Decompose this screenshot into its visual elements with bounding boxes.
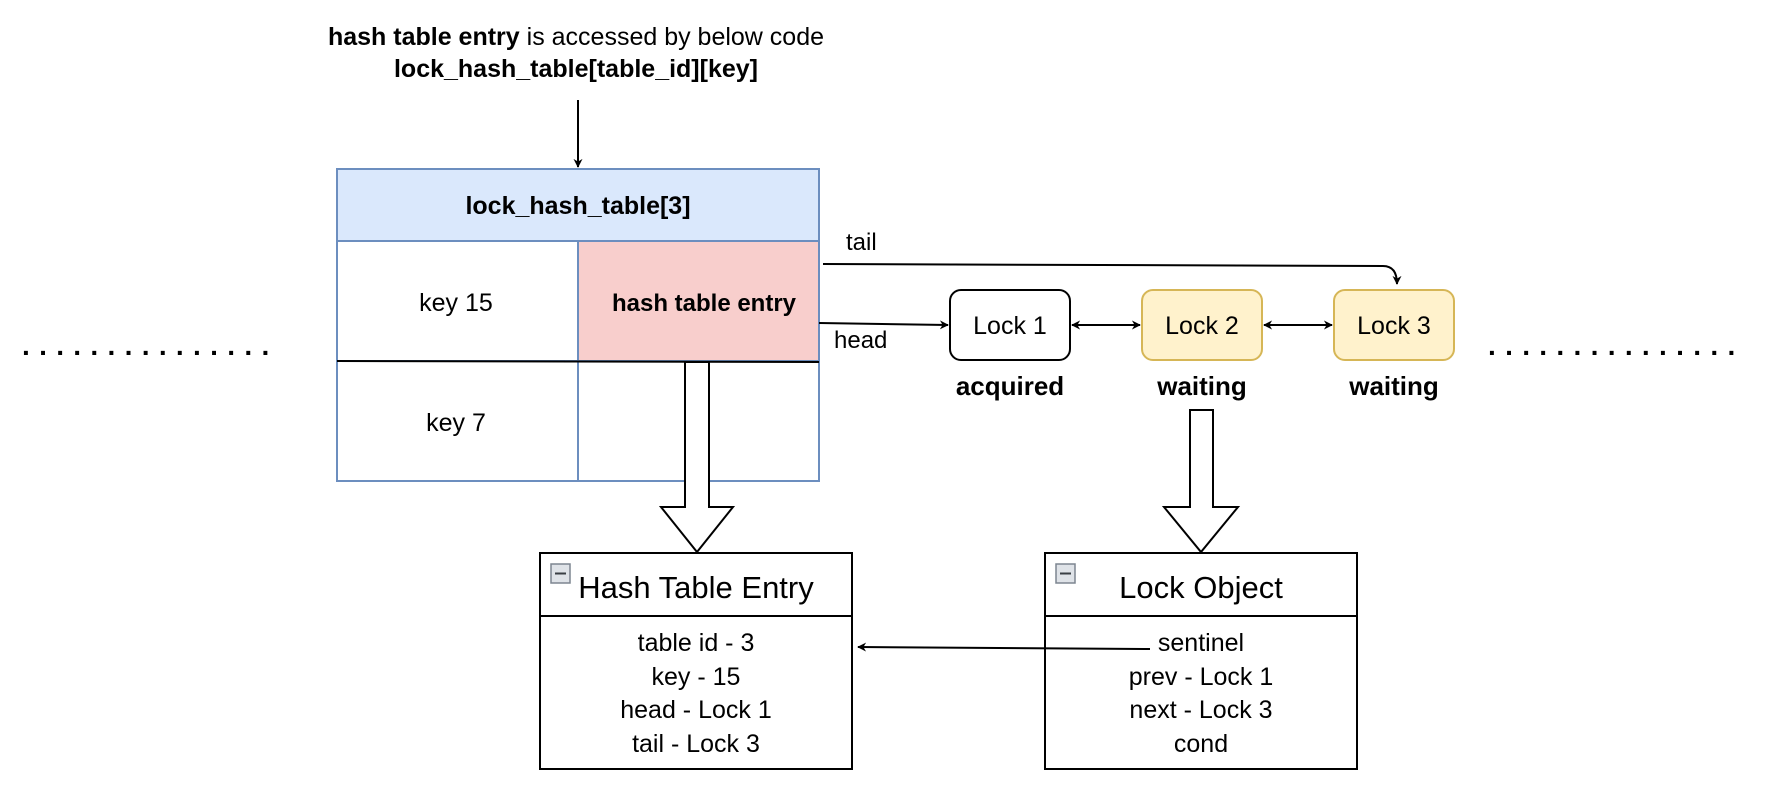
- lock-field: next - Lock 3: [1129, 696, 1272, 724]
- ellipsis-left: · · · · · · · · · · · · · · ·: [22, 337, 271, 368]
- lock-node: [1141, 289, 1263, 361]
- lock-box-title: Lock Object: [1119, 570, 1283, 605]
- table-key-cell: [336, 240, 579, 362]
- diagram-caption: hash table entry is accessed by below co…: [328, 23, 824, 51]
- lock-detail-arrow: [1161, 409, 1241, 554]
- caption-rest: is accessed by below code: [520, 23, 824, 51]
- table-row-divider: [336, 360, 820, 363]
- collapse-icon[interactable]: [1055, 563, 1076, 584]
- lock-node: [949, 289, 1071, 361]
- lock-node: [1333, 289, 1455, 361]
- lock-1: Lock 1 acquired: [949, 289, 1071, 401]
- lock-2: Lock 2 waiting: [1141, 289, 1263, 401]
- hash-table-entry-box: Hash Table Entry table id - 3 key - 15 h…: [539, 552, 853, 770]
- tail-label: tail: [846, 229, 877, 256]
- lock-field: cond: [1174, 730, 1228, 758]
- lock-label: Lock 2: [1165, 312, 1239, 340]
- lock-field: sentinel: [1158, 629, 1244, 657]
- collapse-icon[interactable]: [550, 563, 571, 584]
- head-edge: [818, 320, 949, 330]
- entry-field: key - 15: [652, 663, 741, 691]
- table-header: lock_hash_table[3]: [465, 192, 690, 220]
- row-key: key 15: [419, 289, 493, 317]
- entry-box-title: Hash Table Entry: [578, 570, 814, 605]
- lock-hash-table: lock_hash_table[3] key 15 hash table ent…: [336, 168, 820, 482]
- row-key: key 7: [426, 409, 486, 437]
- entry-detail-arrow: [658, 361, 736, 554]
- lock-label: Lock 3: [1357, 312, 1431, 340]
- caption-bold: hash table entry: [328, 23, 520, 51]
- lock-3: Lock 3 waiting: [1333, 289, 1455, 401]
- caption-code: lock_hash_table[table_id][key]: [394, 55, 758, 83]
- lock-field: prev - Lock 1: [1129, 663, 1274, 691]
- lock-state: waiting: [1348, 371, 1439, 401]
- entry-field: tail - Lock 3: [632, 730, 760, 758]
- lock-box-frame: [1044, 552, 1358, 770]
- lock-state: waiting: [1156, 371, 1247, 401]
- entry-box-frame: [539, 552, 853, 770]
- entry-field: table id - 3: [638, 629, 755, 657]
- entry-field: head - Lock 1: [620, 696, 772, 724]
- lock-label: Lock 1: [973, 312, 1047, 340]
- lock-state: acquired: [956, 371, 1064, 401]
- head-label: head: [834, 327, 887, 354]
- sentinel-edge: [857, 642, 1151, 652]
- ellipsis-right: · · · · · · · · · · · · · · ·: [1488, 337, 1737, 368]
- tail-edge: [822, 263, 1402, 285]
- row-value: hash table entry: [612, 290, 797, 317]
- lock-object-box: Lock Object sentinel prev - Lock 1 next …: [1044, 552, 1358, 770]
